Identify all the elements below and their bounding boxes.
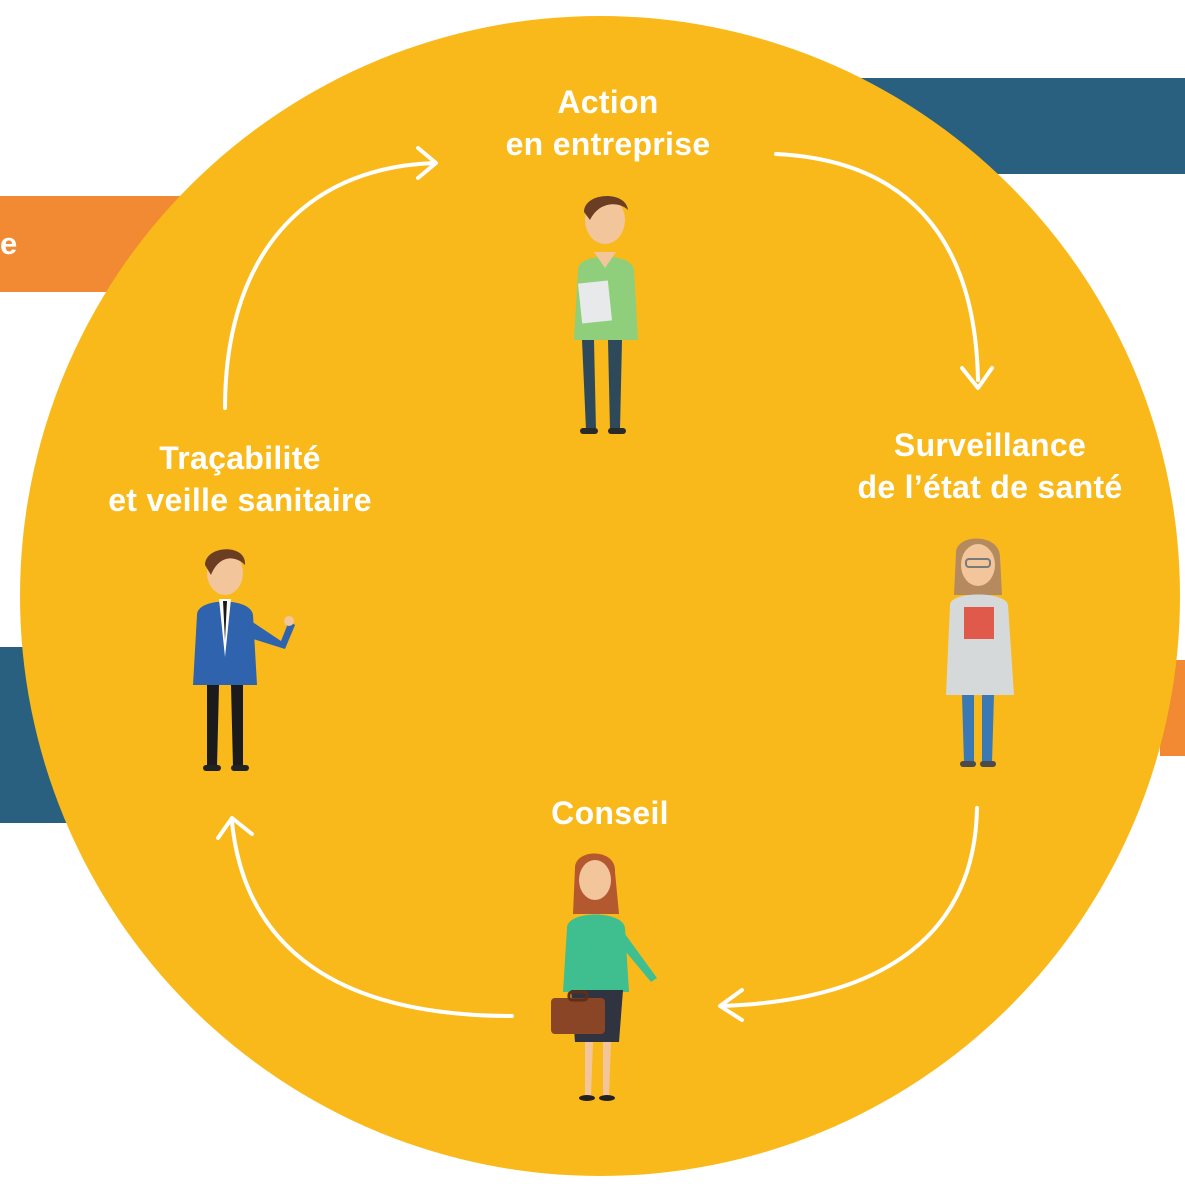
woman-briefcase-icon [551,853,657,1101]
orange-band-text: e [0,226,18,261]
man-green-sweater-icon [574,195,638,434]
step-tracabilite-label: Traçabilité et veille sanitaire [60,437,420,521]
step-conseil-label: Conseil [510,792,710,834]
step-surveillance-line1: Surveillance [893,427,1087,463]
step-surveillance-label: Surveillance de l’état de santé [820,424,1160,508]
step-action-line1: Action [557,84,659,120]
man-blue-suit-icon [193,549,295,771]
step-surveillance-line2: de l’état de santé [857,469,1123,505]
step-action-line2: en entreprise [505,126,711,162]
woman-doctor-icon [946,538,1014,767]
step-conseil-line1: Conseil [551,795,669,831]
step-tracabilite-line1: Traçabilité [159,440,321,476]
step-action-label: Action en entreprise [458,81,758,165]
step-tracabilite-line2: et veille sanitaire [108,482,372,518]
